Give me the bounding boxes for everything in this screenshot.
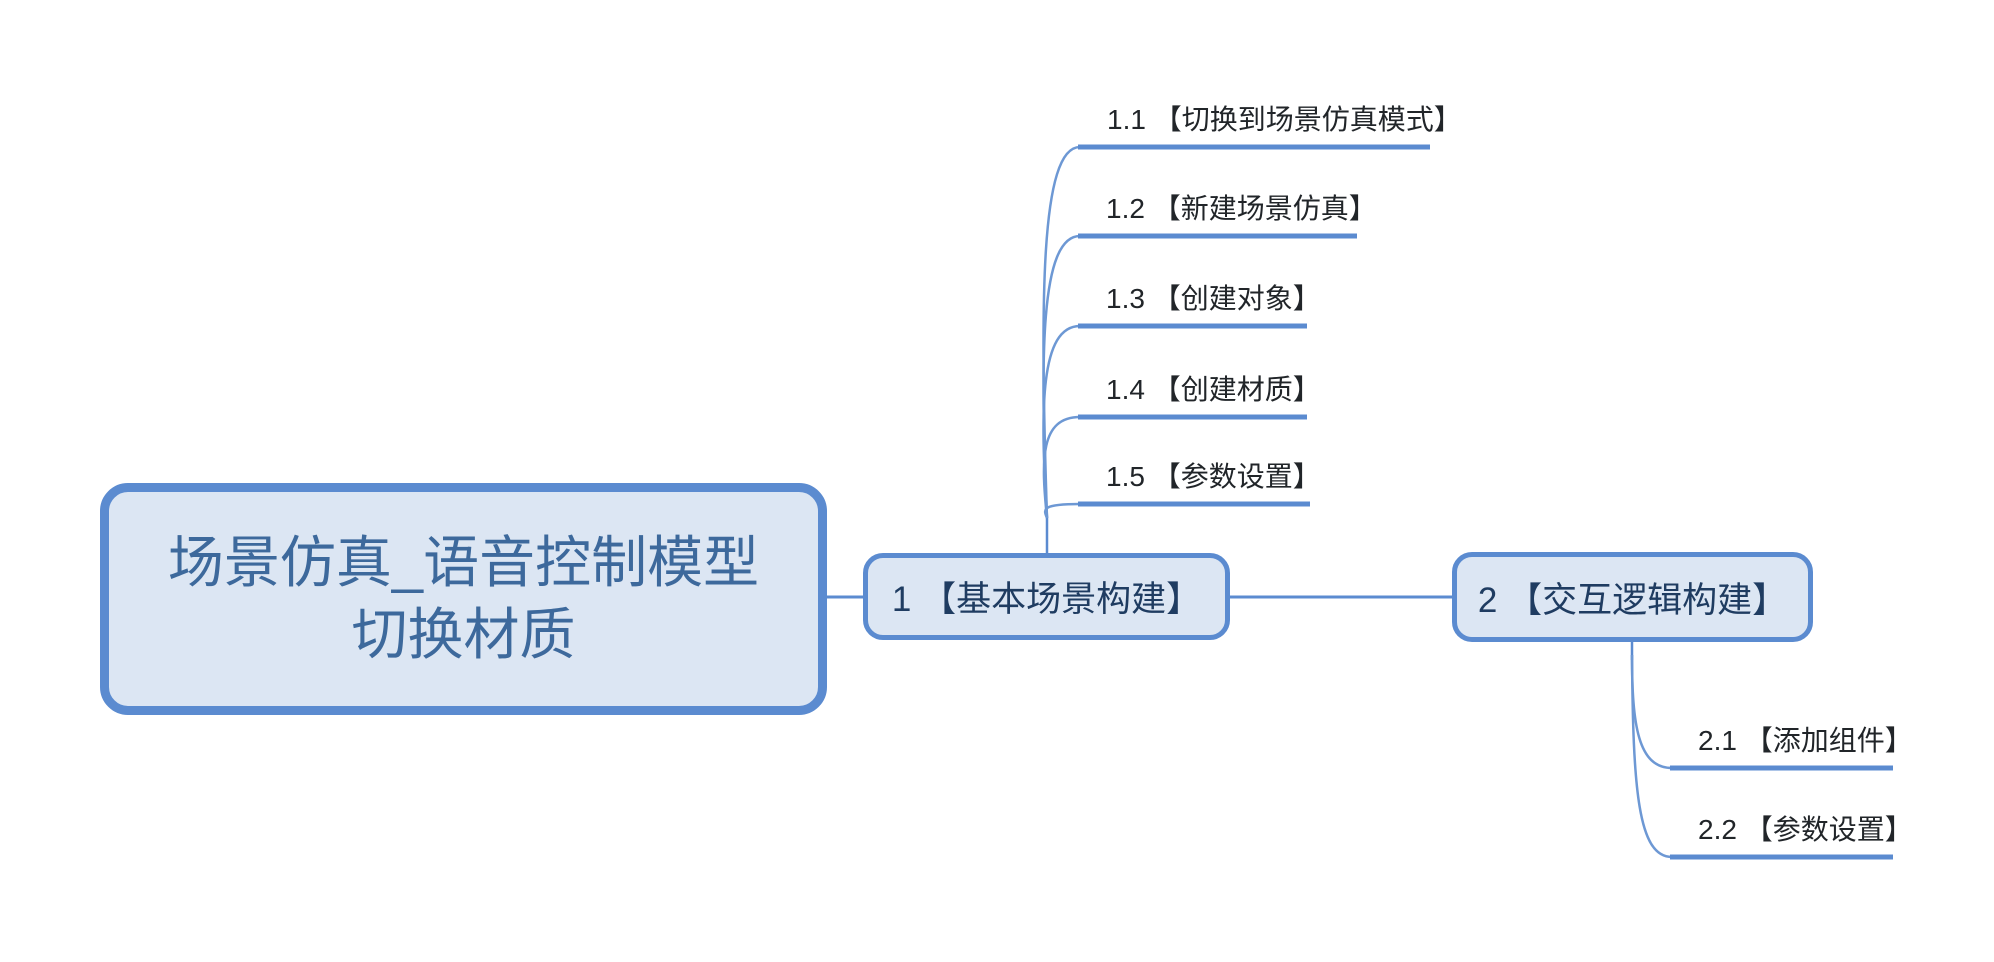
leaf-topic-1-5[interactable]: 1.5 【参数设置】 bbox=[1106, 461, 1321, 492]
leaf-topic-1-3[interactable]: 1.3 【创建对象】 bbox=[1106, 283, 1321, 314]
leaf-topic-1-2[interactable]: 1.2 【新建场景仿真】 bbox=[1106, 193, 1377, 224]
curve-branch1-child4 bbox=[1042, 415, 1081, 519]
root-topic[interactable]: 场景仿真_语音控制模型 切换材质 bbox=[100, 483, 827, 715]
curve-branch1-child5 bbox=[1043, 502, 1081, 519]
leaf-topic-1-4[interactable]: 1.4 【创建材质】 bbox=[1106, 374, 1321, 405]
curve-branch2-child1 bbox=[1630, 654, 1673, 770]
root-topic-title-line1: 场景仿真_语音控制模型 bbox=[167, 531, 760, 594]
leaf-topic-1-1[interactable]: 1.1 【切换到场景仿真模式】 bbox=[1107, 104, 1462, 135]
leaf-topic-2-2[interactable]: 2.2 【参数设置】 bbox=[1698, 814, 1913, 845]
curve-branch1-child2 bbox=[1042, 234, 1081, 519]
branch-topic-1[interactable]: 1 【基本场景构建】 bbox=[863, 553, 1230, 640]
curve-branch1-child1 bbox=[1042, 145, 1081, 519]
curve-branch1-child3 bbox=[1042, 324, 1081, 519]
root-topic-title-line2: 切换材质 bbox=[351, 603, 576, 666]
branch-topic-2[interactable]: 2 【交互逻辑构建】 bbox=[1452, 552, 1813, 642]
leaf-topic-2-1[interactable]: 2.1 【添加组件】 bbox=[1698, 725, 1913, 756]
curve-branch2-child2 bbox=[1630, 654, 1673, 859]
